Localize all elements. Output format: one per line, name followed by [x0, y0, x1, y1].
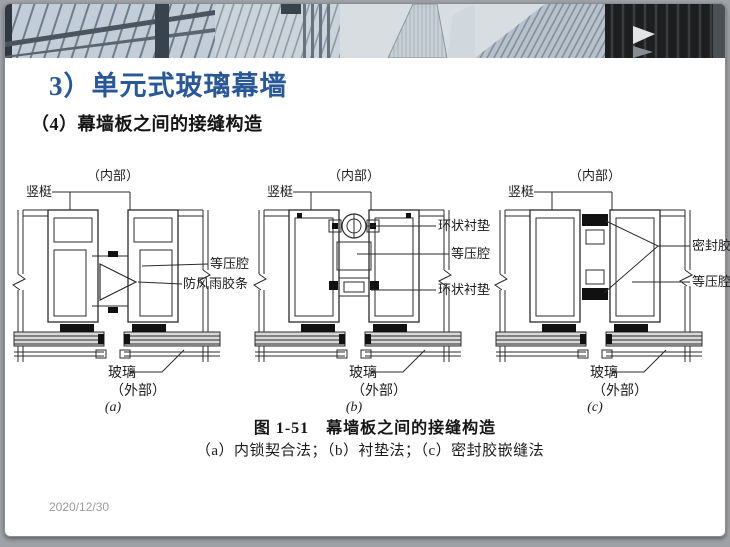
diagram-a: （内部） 竖梃 等压腔 防风雨胶条 玻璃 （外部） (a) [12, 168, 249, 414]
diagram-a-labels: （内部） 竖梃 等压腔 防风雨胶条 玻璃 （外部） (a) [26, 168, 249, 414]
label-interior: （内部） [87, 168, 139, 183]
label-weather-strip: 防风雨胶条 [183, 276, 248, 291]
diagram-letter-c: (c) [587, 400, 603, 414]
label-mullion: 竖梃 [508, 184, 534, 199]
banner-center-tower [387, 4, 475, 58]
diagram-letter-b: (b) [346, 400, 363, 414]
label-ring-gasket-bottom: 环状衬垫 [438, 282, 490, 297]
banner-right-striped-building [475, 4, 625, 58]
slide: 3）单元式玻璃幕墙 （4）幕墙板之间的接缝构造 [4, 3, 730, 537]
footer-date: 2020/12/30 [49, 500, 110, 514]
diagram-b-linework [253, 191, 462, 373]
label-exterior: （外部） [592, 383, 648, 399]
header-banner [5, 4, 725, 58]
label-interior: （内部） [328, 168, 380, 183]
label-pressure-chamber: 等压腔 [210, 256, 249, 271]
label-mullion: 竖梃 [26, 184, 52, 199]
page-title: 3）单元式玻璃幕墙 [49, 71, 288, 101]
label-exterior: （外部） [110, 383, 166, 399]
label-glass: 玻璃 [108, 364, 136, 381]
section-subtitle: （4）幕墙板之间的接缝构造 [31, 114, 263, 134]
diagram-c-linework [494, 191, 703, 373]
label-exterior: （外部） [351, 383, 407, 399]
label-ring-gasket-top: 环状衬垫 [438, 218, 490, 233]
banner-dark-building [605, 4, 725, 58]
figure-row: （内部） 竖梃 等压腔 防风雨胶条 玻璃 （外部） (a) [12, 166, 730, 416]
figure-subcaption: （a）内锁契合法；（b）衬垫法；（c）密封胶嵌缝法 [195, 443, 545, 459]
label-mullion: 竖梃 [267, 184, 293, 199]
diagram-b-labels: （内部） 竖梃 环状衬垫 等压腔 环状衬垫 玻璃 （外部） (b) [267, 168, 490, 414]
label-sealant: 密封胶 [692, 238, 730, 253]
label-interior: （内部） [569, 168, 621, 183]
figure-caption: 图 1-51 幕墙板之间的接缝构造 [253, 420, 497, 437]
label-glass: 玻璃 [590, 364, 618, 381]
diagram-b: （内部） 竖梃 环状衬垫 等压腔 环状衬垫 玻璃 （外部） (b) [253, 168, 490, 414]
banner-left-building [5, 4, 215, 58]
label-pressure-chamber: 等压腔 [692, 274, 730, 289]
diagram-c: （内部） 竖梃 密封胶 等压腔 玻璃 （外部） (c) [494, 168, 730, 414]
label-glass: 玻璃 [349, 364, 377, 381]
diagram-letter-a: (a) [105, 400, 122, 414]
label-pressure-chamber: 等压腔 [451, 246, 490, 261]
banner-buildings-image [5, 4, 725, 58]
diagram-a-linework [12, 191, 221, 373]
banner-second-building [215, 4, 340, 58]
diagram-c-labels: （内部） 竖梃 密封胶 等压腔 玻璃 （外部） (c) [508, 168, 730, 414]
